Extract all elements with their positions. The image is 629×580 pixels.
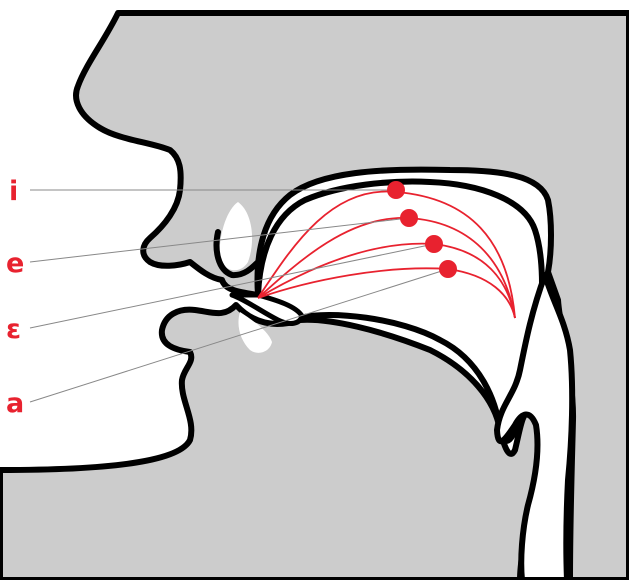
vowel-label-a: a — [6, 388, 24, 419]
vowel-dot-i — [387, 181, 405, 199]
vowel-label-i: i — [9, 176, 18, 207]
vowel-dot-a — [439, 260, 457, 278]
vowel-dot-e — [400, 209, 418, 227]
vowel-label-e: e — [6, 248, 24, 279]
vowel-label-epsilon: ɛ — [6, 314, 21, 345]
vowel-dot-epsilon — [425, 235, 443, 253]
